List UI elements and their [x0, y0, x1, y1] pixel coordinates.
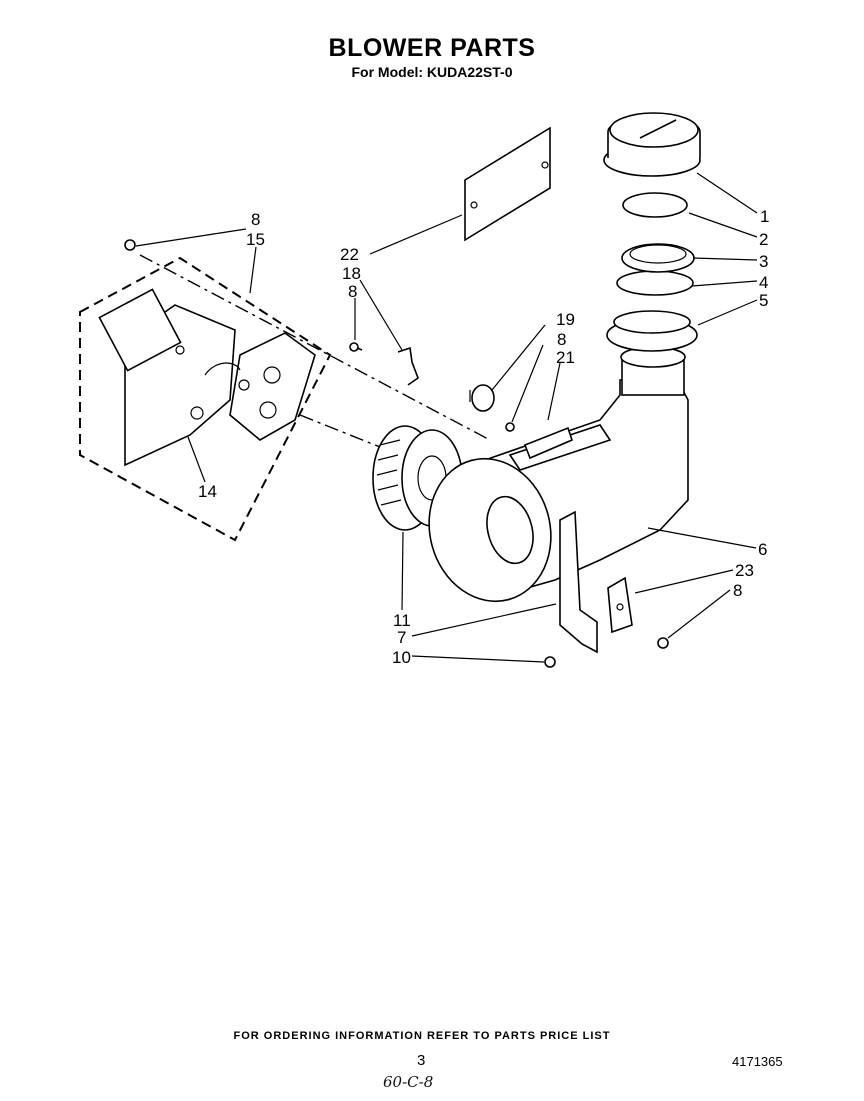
screw-head: [505, 422, 515, 432]
motor-assembly: [79, 256, 332, 542]
motor-face-hole: [263, 366, 281, 384]
gasket-part-2: [622, 192, 688, 218]
vent-cap-slot: [639, 119, 677, 139]
collar-part-5-top: [613, 310, 691, 334]
callout-14: 14: [198, 482, 217, 501]
callout-3: 3: [759, 252, 768, 271]
page-title: BLOWER PARTS: [328, 34, 536, 62]
blower-housing-part-6: [428, 346, 689, 603]
plate-hole: [175, 345, 185, 355]
motor-body: [98, 288, 182, 372]
capacitor-part-19: [471, 384, 495, 412]
callout-labels: 8 15 22 18 8 19 8 21 1 2 3 4 5 14 6 23 8…: [198, 207, 769, 667]
callout-2: 2: [759, 230, 768, 249]
callout-11: 11: [393, 611, 411, 630]
ring-part-3-inner: [629, 244, 687, 264]
screw-part-8: [124, 239, 136, 251]
model-subtitle: For Model: KUDA22ST-0: [351, 64, 513, 80]
callout-6: 6: [758, 540, 767, 559]
callout-8: 8: [557, 330, 566, 349]
terminal-block-part-21: [523, 426, 573, 460]
callout-10: 10: [392, 648, 411, 667]
plate-hole: [541, 161, 549, 169]
callout-19: 19: [556, 310, 575, 329]
vent-stack: [603, 112, 701, 352]
callout-8: 8: [348, 282, 357, 301]
screw-axis-line: [139, 254, 491, 441]
callout-15: 15: [246, 230, 265, 249]
cover-plate-part-22: [464, 126, 551, 242]
leader-lines: [135, 172, 758, 663]
callout-23: 23: [735, 561, 754, 580]
plate-hole: [190, 406, 204, 420]
callout-7: 7: [397, 628, 406, 647]
ordering-note: FOR ORDERING INFORMATION REFER TO PARTS …: [233, 1030, 611, 1042]
clip-part-18: [397, 346, 419, 386]
motor-face-hole: [238, 379, 250, 391]
document-number: 4171365: [732, 1054, 783, 1069]
screw-head: [349, 342, 359, 352]
ring-part-4: [616, 270, 694, 296]
callout-8: 8: [251, 210, 260, 229]
blower-inlet-opening: [486, 495, 534, 565]
bracket-part-23: [607, 576, 633, 634]
callout-4: 4: [759, 273, 768, 292]
bracket-part-7: [559, 510, 598, 654]
motor-shaft-bracket: [204, 362, 241, 376]
motor-face-hole: [259, 401, 277, 419]
callout-1: 1: [760, 207, 769, 226]
callout-8: 8: [733, 581, 742, 600]
blower-wheel-blades: [376, 439, 402, 506]
vent-cap-part-1-top: [609, 112, 699, 148]
page-number: 3: [417, 1052, 426, 1069]
screw-part-10: [544, 656, 556, 668]
screw-part-8: [657, 637, 669, 649]
bracket-hole: [616, 603, 624, 611]
plate-hole: [470, 201, 478, 209]
motor-face-plate: [229, 332, 316, 441]
callout-5: 5: [759, 291, 768, 310]
callout-18: 18: [342, 264, 361, 283]
callout-22: 22: [340, 245, 359, 264]
handwritten-note: 60-C-8: [383, 1073, 434, 1091]
callout-21: 21: [556, 348, 575, 367]
